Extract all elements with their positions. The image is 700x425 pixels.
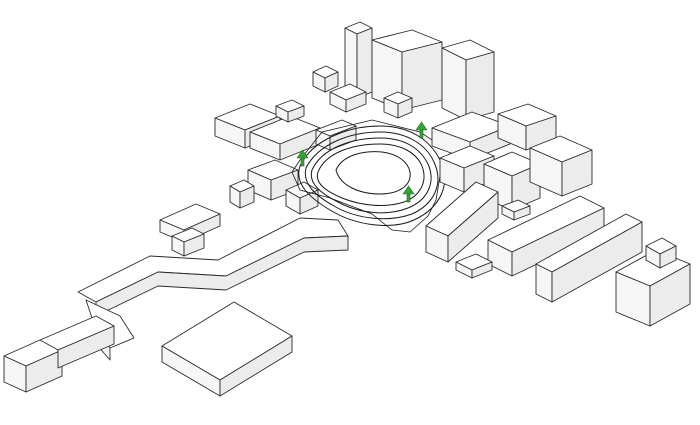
tree-icon <box>415 121 428 139</box>
west-small-blocks <box>159 203 221 257</box>
tree-icon <box>402 185 415 203</box>
far-east-building <box>615 237 691 327</box>
east-block-cluster <box>431 103 593 221</box>
large-south-block <box>161 301 293 397</box>
tree-icon <box>296 149 309 167</box>
central-south-slab <box>425 181 499 263</box>
north-tower-cluster <box>312 21 495 121</box>
stadium-bowl <box>291 119 453 233</box>
landscape-trees <box>296 121 428 203</box>
west-block-row <box>214 99 357 161</box>
east-long-slabs <box>455 195 643 303</box>
long-meandering-building <box>3 217 349 393</box>
central-west-blocks <box>229 159 319 215</box>
